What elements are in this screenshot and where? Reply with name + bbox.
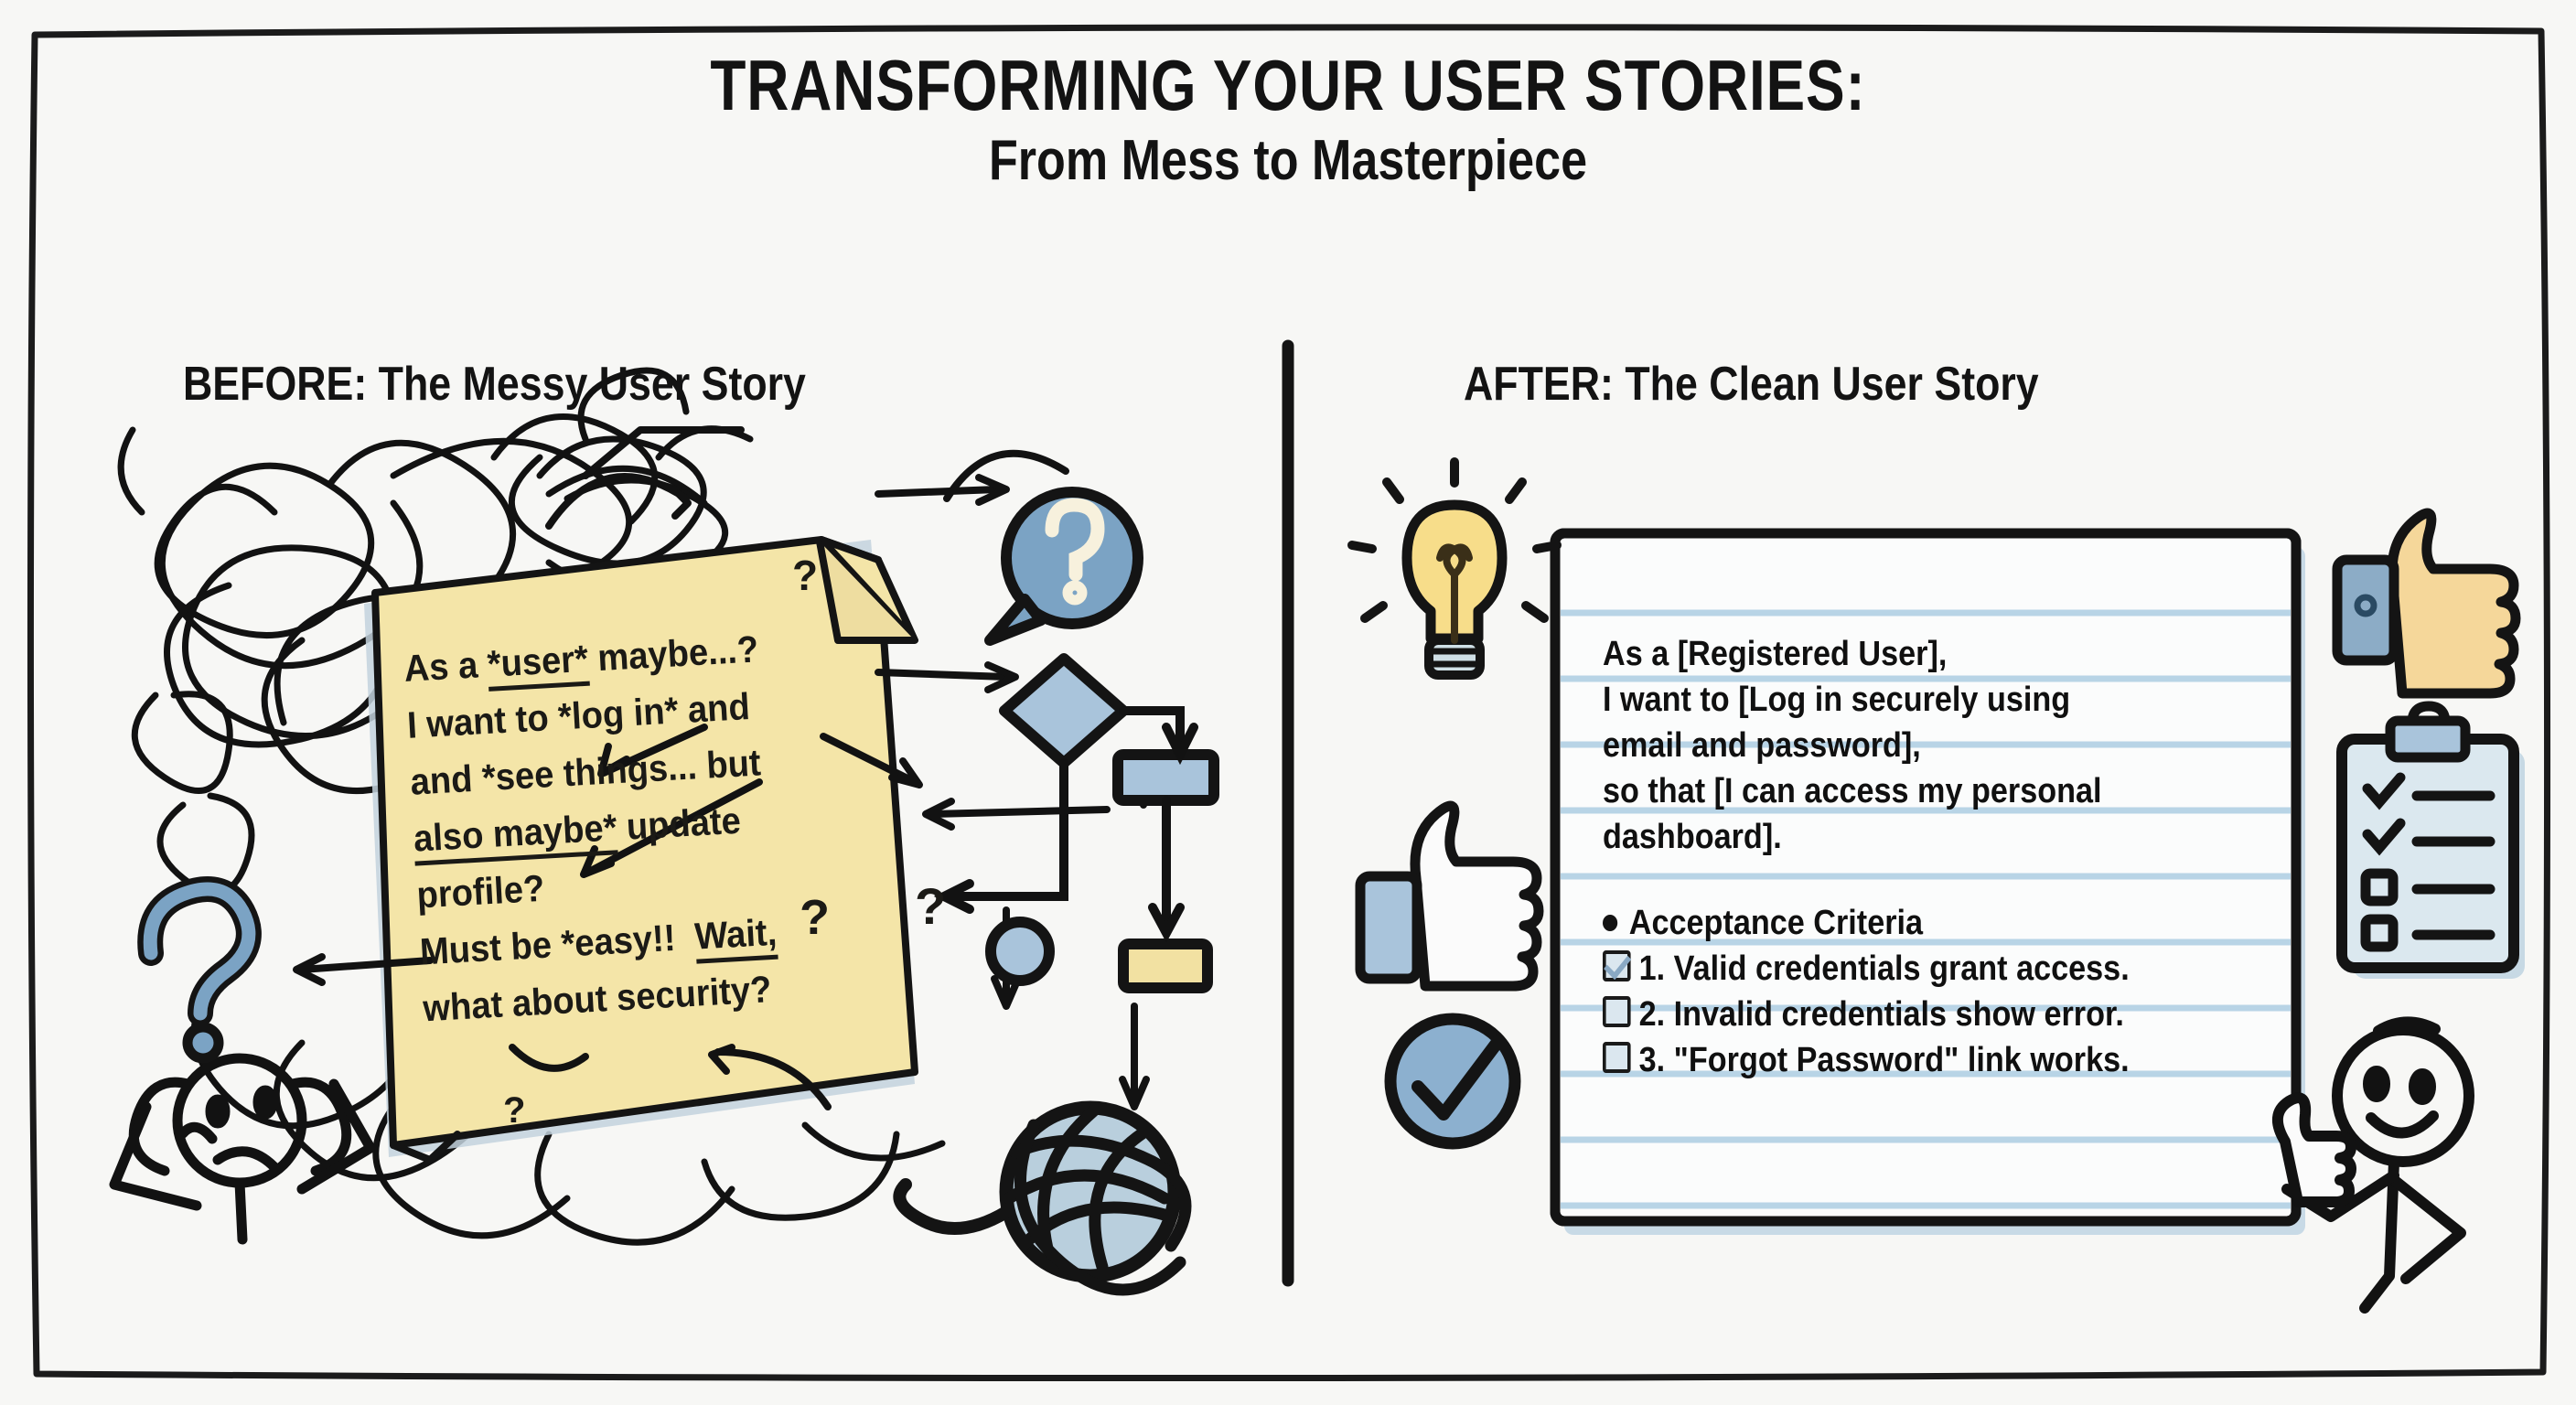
question-mark-large [137,876,262,1064]
question-speech-bubble [984,487,1143,646]
criteria-item-2[interactable]: 2. Invalid credentials show error. [1603,992,2253,1037]
story-line: dashboard]. [1603,818,1782,856]
page-subtitle: From Mess to Masterpiece [988,129,1588,192]
note-underline-wait: Wait, [693,910,778,964]
acceptance-criteria-header: Acceptance Criteria [1603,900,2253,946]
sticky-note-text: As a *user* maybe...? I want to *log in*… [402,611,943,1036]
after-panel-heading: AFTER: The Clean User Story [1464,358,2039,411]
checkbox-checked-icon[interactable] [1603,950,1631,981]
stray-question-mark-1: ? [792,552,819,599]
happy-stick-figure [2272,1016,2474,1314]
bullet-icon [1603,915,1618,931]
confused-stick-figure [109,1053,376,1245]
thumbs-up-icon-right [2332,508,2521,699]
note-underline-user: *user* [486,637,590,692]
note-underline-alsomaybe: also maybe* [412,806,618,866]
story-line: so that [I can access my personal [1603,772,2102,810]
flowchart-connectors [933,706,1198,943]
stray-question-mark-3: ? [915,877,947,935]
criteria-item-1[interactable]: 1. Valid credentials grant access. [1603,946,2253,992]
notebook-text: As a [Registered User], I want to [Log i… [1603,631,2253,1083]
checkbox-unchecked-icon[interactable] [1603,996,1631,1027]
page-title: TRANSFORMING YOUR USER STORIES: [710,45,1866,125]
flowchart-rect-blue [1112,749,1219,806]
tangled-yarn-ball [893,1100,1192,1296]
poster-frame [27,24,2551,1382]
messy-arrows [293,426,1150,1110]
flowchart-rect-yellow [1118,938,1213,993]
story-line: I want to [Log in securely using [1603,681,2071,719]
story-line: email and password], [1603,726,1921,765]
thumbs-up-icon-left [1355,800,1544,992]
flowchart-diamond [999,653,1129,768]
story-line: As a [Registered User], [1603,635,1948,673]
criteria-item-3[interactable]: 3. "Forgot Password" link works. [1603,1037,2253,1083]
notebook-paper [1550,528,2305,1235]
clipboard-checklist-icon [2336,701,2525,979]
stray-question-mark-4: ? [503,1090,526,1131]
checkbox-unchecked-icon[interactable] [1603,1042,1631,1073]
flowchart-circle [985,917,1055,986]
stray-question-mark-2: ? [800,890,830,945]
before-panel-heading: BEFORE: The Messy User Story [183,358,806,411]
lightbulb-icon [1347,457,1562,680]
check-circle-icon [1384,1013,1521,1150]
